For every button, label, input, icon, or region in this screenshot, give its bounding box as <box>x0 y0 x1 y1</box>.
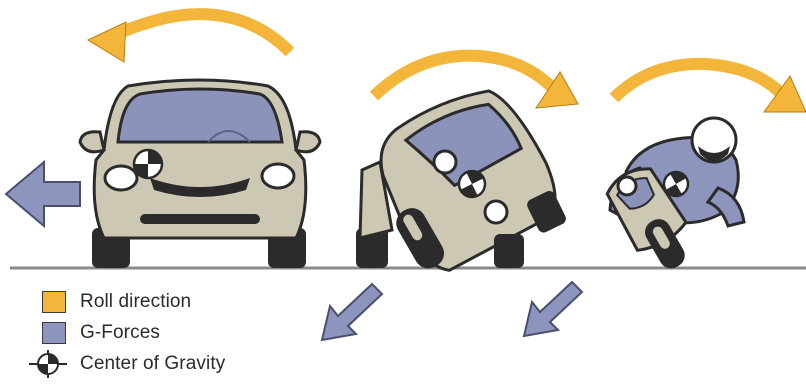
legend-label: Roll direction <box>80 291 191 313</box>
roll-direction-arrow <box>614 64 790 104</box>
center-of-gravity-icon <box>134 150 162 178</box>
g-force-arrow <box>6 162 80 226</box>
legend-item-roll-direction: Roll direction <box>28 286 225 317</box>
g-forces-swatch <box>42 322 66 344</box>
legend-item-g-forces: G-Forces <box>28 317 225 348</box>
center-of-gravity-icon <box>28 349 68 379</box>
roll-arrowhead <box>88 22 126 62</box>
roll-direction-swatch <box>42 291 66 313</box>
legend-label: G-Forces <box>80 322 160 344</box>
legend-label: Center of Gravity <box>80 353 225 375</box>
roll-direction-arrow <box>102 14 290 52</box>
legend: Roll direction G-Forces Center of Gravit… <box>28 286 225 379</box>
tipping-car <box>322 56 578 340</box>
g-force-arrow <box>322 284 382 340</box>
g-force-arrow <box>524 282 582 336</box>
upright-car <box>6 14 320 268</box>
legend-item-center-of-gravity: Center of Gravity <box>28 348 225 379</box>
roll-direction-arrow <box>374 56 560 96</box>
